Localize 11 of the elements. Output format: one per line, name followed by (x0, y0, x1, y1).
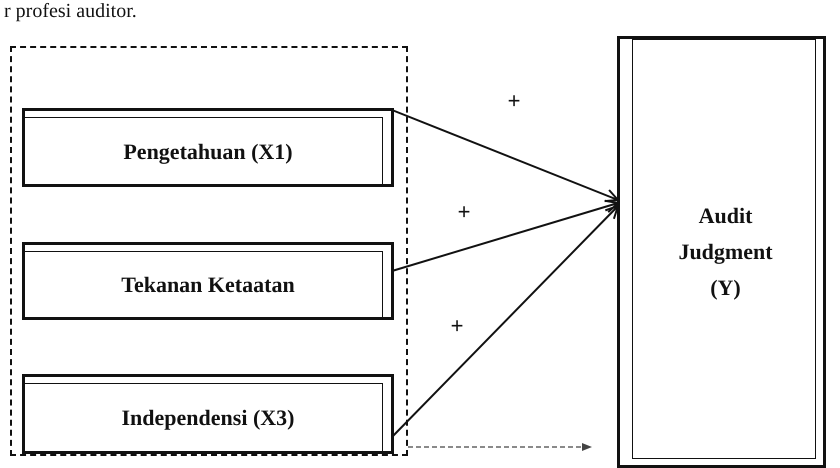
variable-box (22, 374, 394, 454)
variable-name: Audit Judgment (Y) (677, 202, 774, 302)
dashed-arrow (408, 443, 592, 451)
variable-name: Independensi (X3) (122, 405, 294, 431)
variable-box (22, 108, 394, 187)
outcome-box (617, 36, 826, 468)
variable-name: Tekanan Ketaatan (121, 272, 295, 298)
text-fragment: r profesi auditor. (4, 0, 137, 22)
dashed-group-box (10, 46, 408, 456)
variable-box (22, 242, 394, 320)
variable-name: Pengetahuan (X1) (123, 138, 293, 164)
